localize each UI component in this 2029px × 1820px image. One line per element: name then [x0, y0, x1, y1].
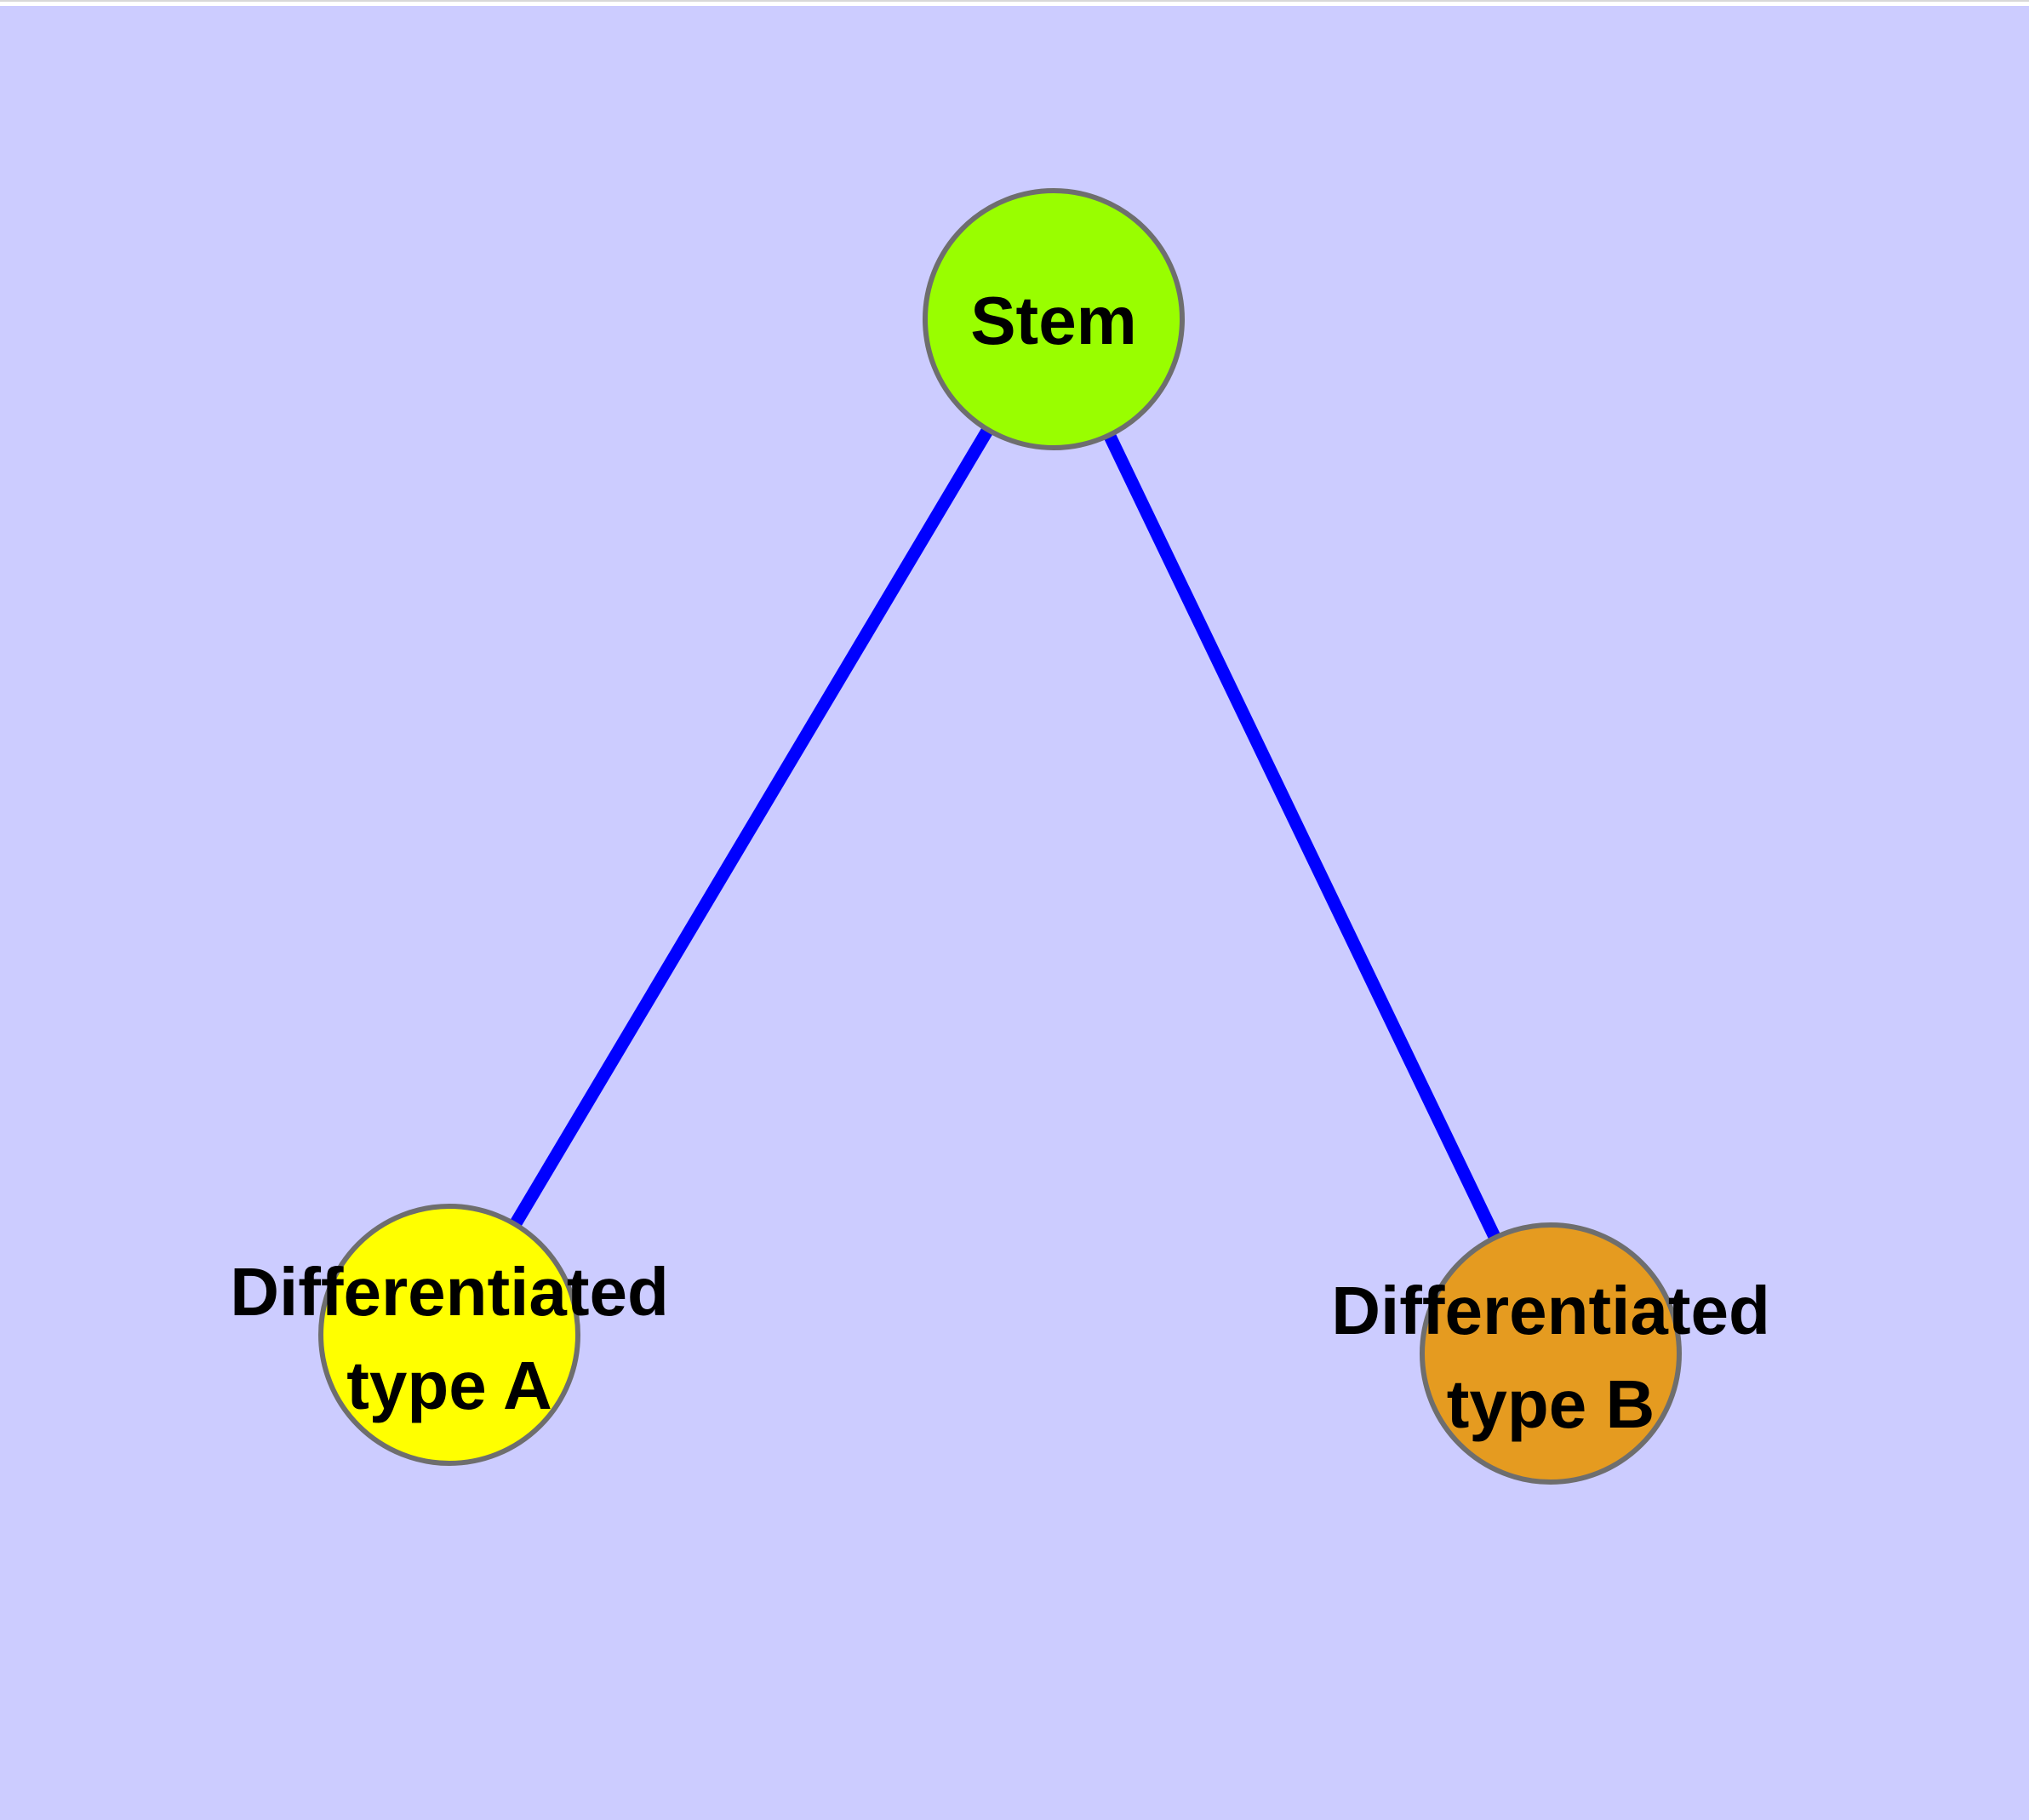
window-edge-strip [0, 0, 2029, 6]
edge-stem-to-type-b [1048, 316, 1557, 1357]
type-a-node-label-line1: Differentiated [230, 1254, 669, 1330]
type-b-node-circle [1420, 1222, 1682, 1485]
type-b-node-label-line1: Differentiated [1331, 1273, 1770, 1348]
stem-node-label: Stem [970, 283, 1137, 358]
edge-stem-to-type-a [443, 316, 1060, 1338]
type-a-node-label-line2: type A [346, 1348, 552, 1423]
type-a-node-circle [318, 1204, 580, 1466]
type-b-node-label-line2: type B [1447, 1366, 1655, 1442]
stem-node-circle [923, 188, 1185, 450]
